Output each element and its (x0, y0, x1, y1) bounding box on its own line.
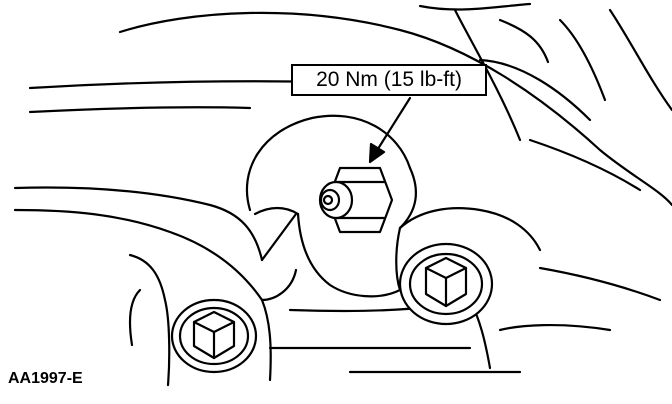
sensor-hex-fitting (318, 166, 394, 234)
callout-leader-arrow (368, 96, 412, 164)
figure-id: AA1997-E (8, 370, 83, 387)
right-bolt (398, 242, 494, 326)
left-bolt (170, 298, 258, 374)
torque-callout-box: 20 Nm (15 lb-ft) (291, 64, 487, 96)
sensor-boss (245, 114, 542, 302)
torque-label: 20 Nm (15 lb-ft) (316, 68, 462, 91)
lower-housing-outline (13, 186, 662, 387)
